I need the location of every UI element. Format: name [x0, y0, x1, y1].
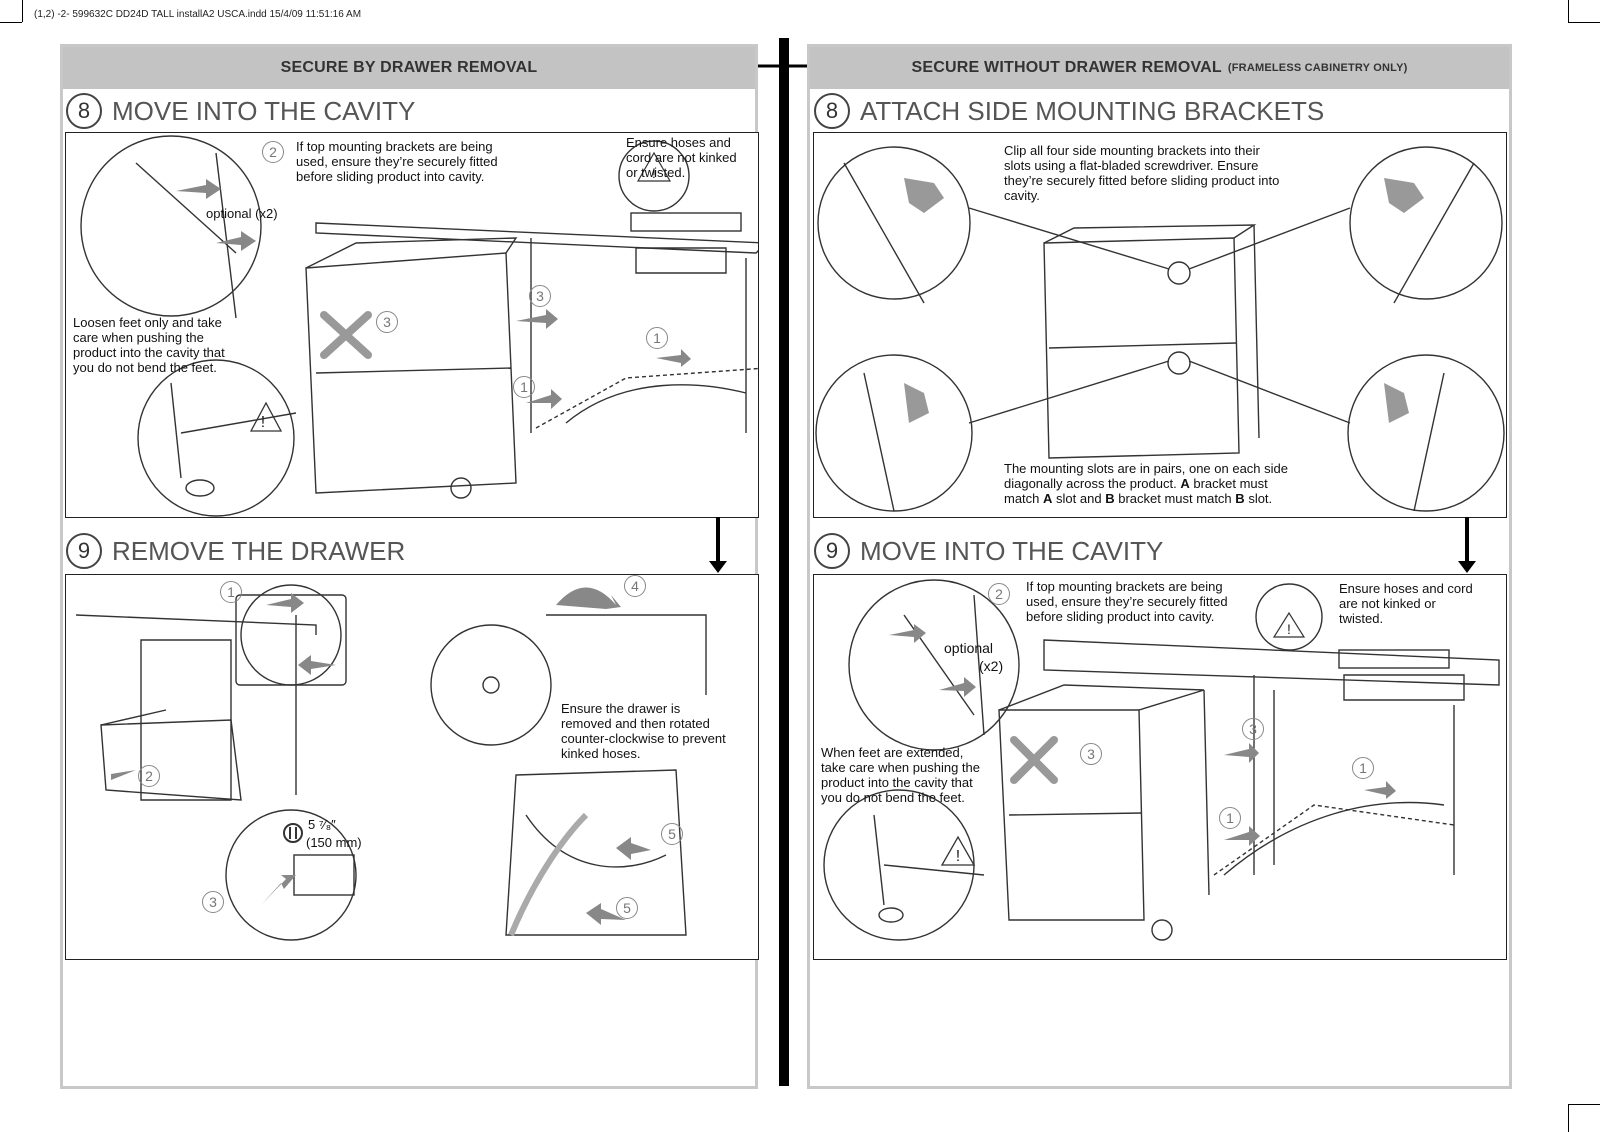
- down-arrow-icon: [1458, 517, 1476, 573]
- install-illustration: ! !: [80, 135, 758, 517]
- callout-5b: 5: [616, 897, 638, 919]
- step-number: 8: [66, 93, 102, 129]
- bracket-illustration: [815, 146, 1505, 512]
- down-arrow-icon: [709, 517, 727, 573]
- top-zoom-circle: [240, 584, 342, 686]
- bracket-zoom-bottom-left: [815, 354, 973, 512]
- crop-mark: [1568, 0, 1569, 22]
- step-number: 9: [66, 533, 102, 569]
- bracket-zoom-circle: [848, 579, 1020, 751]
- label-optional: optional (x2): [206, 206, 278, 221]
- left-step9-title: 9 REMOVE THE DRAWER: [66, 533, 405, 569]
- right-step8-title: 8 ATTACH SIDE MOUNTING BRACKETS: [814, 93, 1324, 129]
- dimension-mm: (150 mm): [306, 835, 362, 850]
- note-mounting-pairs: The mounting slots are in pairs, one on …: [1004, 461, 1289, 506]
- dimension-inches: 5 ⁷⁄₈″: [308, 817, 336, 832]
- step-heading: REMOVE THE DRAWER: [112, 535, 406, 566]
- step-heading: MOVE INTO THE CAVITY: [860, 535, 1164, 566]
- crop-mark: [1568, 22, 1600, 23]
- svg-text:!: !: [1287, 621, 1291, 637]
- bracket-zoom-bottom-right: [1347, 354, 1505, 512]
- crop-mark: [0, 22, 22, 23]
- callout-4: 4: [624, 575, 646, 597]
- install-illustration: ! !: [823, 579, 1500, 941]
- step-heading: MOVE INTO THE CAVITY: [112, 95, 416, 126]
- panel-header: SECURE BY DRAWER REMOVAL: [63, 47, 755, 89]
- svg-text:!: !: [956, 848, 960, 865]
- bracket-zoom-top-left: [817, 146, 971, 300]
- note-feet: Loosen feet only and take care when push…: [73, 315, 225, 375]
- left-step8-illustration: ! ! If top mounting brackets are being u…: [65, 132, 759, 518]
- callout-5: 5: [661, 823, 683, 845]
- hose-warning-circle: [1255, 583, 1323, 651]
- dimension-zoom-circle: [225, 809, 357, 941]
- panel-header-subtitle: (FRAMELESS CABINETRY ONLY): [1227, 62, 1408, 74]
- panel-header: SECURE WITHOUT DRAWER REMOVAL (FRAMELESS…: [810, 47, 1509, 89]
- center-divider: [779, 38, 789, 1086]
- note-hoses: Ensure hoses and cord are not kinked or …: [626, 135, 737, 180]
- svg-text:!: !: [652, 165, 656, 181]
- crop-mark: [22, 0, 23, 22]
- note-feet: When feet are extended, take care when p…: [821, 745, 980, 805]
- callout-2: 2: [262, 141, 284, 163]
- hose-warning-circle: [618, 140, 690, 212]
- callout-1: 1: [646, 327, 668, 349]
- dishwasher-body: [1043, 237, 1240, 459]
- step-number: 8: [814, 93, 850, 129]
- callout-1: 1: [1352, 757, 1374, 779]
- feet-zoom-circle: [137, 359, 295, 517]
- callout-3b: 3: [1242, 718, 1264, 740]
- dishwasher-body: [305, 252, 517, 494]
- crop-mark: [1568, 1104, 1600, 1105]
- callout-1b: 1: [513, 376, 535, 398]
- callout-1b: 1: [1219, 807, 1241, 829]
- panel-header-title: SECURE BY DRAWER REMOVAL: [280, 59, 538, 76]
- left-step9-illustration: Ensure the drawer is removed and then ro…: [65, 574, 759, 960]
- bracket-zoom-circle: [80, 135, 262, 317]
- right-step9-illustration: ! ! If top mounting brackets are being u…: [813, 574, 1507, 960]
- file-slug: (1,2) -2- 599632C DD24D TALL installA2 U…: [34, 9, 362, 20]
- dishwasher-body: [998, 709, 1145, 921]
- callout-3: 3: [1080, 743, 1102, 765]
- right-step9-title: 9 MOVE INTO THE CAVITY: [814, 533, 1163, 569]
- callout-3: 3: [376, 311, 398, 333]
- left-step8-title: 8 MOVE INTO THE CAVITY: [66, 93, 415, 129]
- callout-2: 2: [138, 765, 160, 787]
- note-top-brackets: If top mounting brackets are being used,…: [1026, 579, 1228, 624]
- drawer-illustration: [75, 584, 707, 941]
- bracket-zoom-top-right: [1349, 146, 1503, 300]
- callout-2: 2: [988, 583, 1010, 605]
- step-number: 9: [814, 533, 850, 569]
- label-optional: optional: [944, 640, 994, 656]
- note-clip-brackets: Clip all four side mounting brackets int…: [1004, 143, 1280, 203]
- callout-1: 1: [220, 581, 242, 603]
- callout-3b: 3: [529, 285, 551, 307]
- right-step8-illustration: Clip all four side mounting brackets int…: [813, 132, 1507, 518]
- note-drawer-rotate: Ensure the drawer is removed and then ro…: [561, 701, 726, 761]
- crop-mark: [1568, 1104, 1569, 1132]
- note-top-brackets: If top mounting brackets are being used,…: [296, 139, 498, 184]
- label-optional-count: (x2): [979, 658, 1004, 674]
- step-heading: ATTACH SIDE MOUNTING BRACKETS: [860, 95, 1325, 126]
- panel-header-title: SECURE WITHOUT DRAWER REMOVAL: [911, 59, 1222, 76]
- note-hoses: Ensure hoses and cord are not kinked or …: [1339, 581, 1473, 626]
- svg-text:!: !: [261, 414, 265, 431]
- drawer-outline: [100, 719, 242, 801]
- callout-3: 3: [202, 891, 224, 913]
- hinge-zoom-circle: [430, 624, 552, 746]
